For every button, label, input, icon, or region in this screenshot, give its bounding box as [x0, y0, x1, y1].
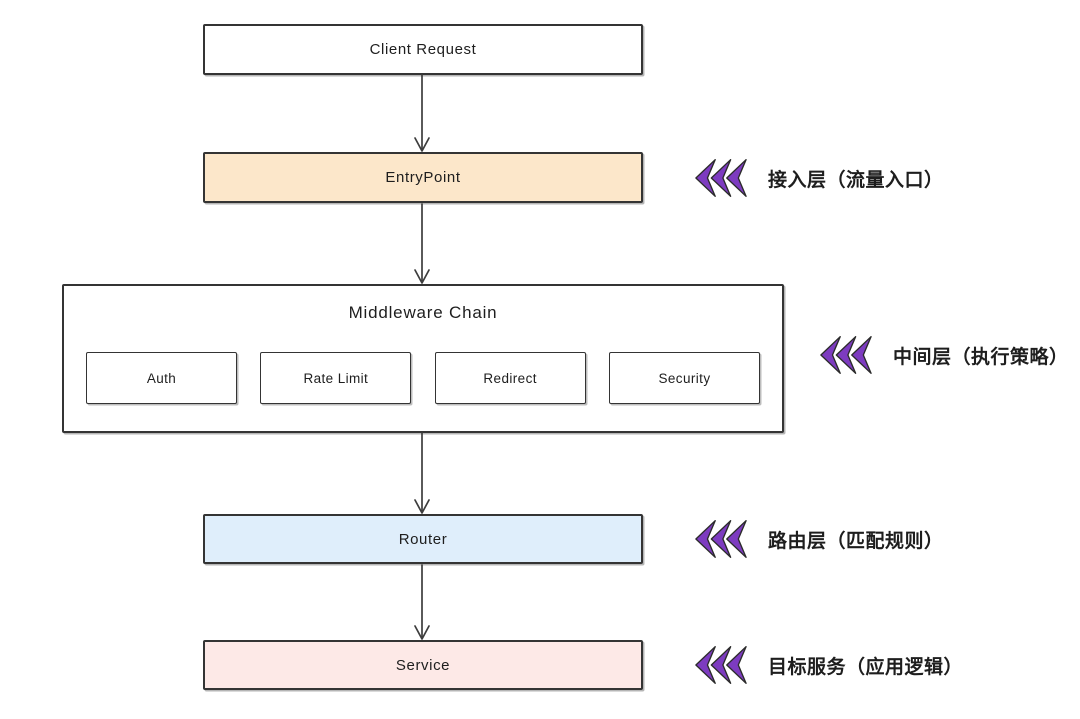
node-router-label: Router [398, 530, 448, 548]
node-service-label: Service [395, 656, 451, 674]
annotation-middleware-layer-label: 中间层（执行策略） [893, 346, 1069, 368]
arrow-down-icon [414, 74, 430, 152]
arrow-down-icon [414, 564, 430, 640]
node-security-label: Security [658, 370, 711, 386]
annotation-target-service-label: 目标服务（应用逻辑） [768, 656, 964, 678]
node-auth: Auth [86, 352, 237, 404]
triple-chevron-left-icon [820, 336, 872, 374]
triple-chevron-left-icon [695, 520, 747, 558]
middleware-chain-title: Middleware Chain [348, 303, 498, 322]
triple-chevron-left-icon [695, 159, 747, 197]
node-auth-label: Auth [146, 370, 177, 386]
node-client-request-label: Client Request [369, 41, 477, 58]
node-router: Router [203, 514, 643, 564]
node-redirect: Redirect [434, 352, 586, 404]
node-rate-limit: Rate Limit [260, 352, 412, 404]
arrow-down-icon [414, 432, 430, 514]
node-rate-limit-label: Rate Limit [303, 370, 369, 386]
annotation-router-layer-label: 路由层（匹配规则） [768, 530, 944, 552]
node-client-request: Client Request [203, 24, 643, 75]
node-service: Service [203, 640, 643, 690]
annotation-entry-layer: 接入层（流量入口） [693, 158, 944, 198]
middleware-items-row: Auth Rate Limit Redirect Security [86, 352, 760, 404]
node-entrypoint-label: EntryPoint [385, 169, 461, 186]
node-middleware-chain: Middleware Chain Auth Rate Limit Redirec… [62, 284, 784, 433]
triple-chevron-left-icon [695, 646, 747, 684]
node-entrypoint: EntryPoint [203, 152, 643, 203]
arrow-down-icon [414, 203, 430, 284]
annotation-target-service: 目标服务（应用逻辑） [693, 645, 963, 685]
annotation-middleware-layer: 中间层（执行策略） [818, 335, 1069, 375]
node-redirect-label: Redirect [483, 370, 537, 386]
annotation-router-layer: 路由层（匹配规则） [693, 519, 944, 559]
annotation-entry-layer-label: 接入层（流量入口） [768, 169, 944, 191]
node-security: Security [608, 352, 760, 404]
